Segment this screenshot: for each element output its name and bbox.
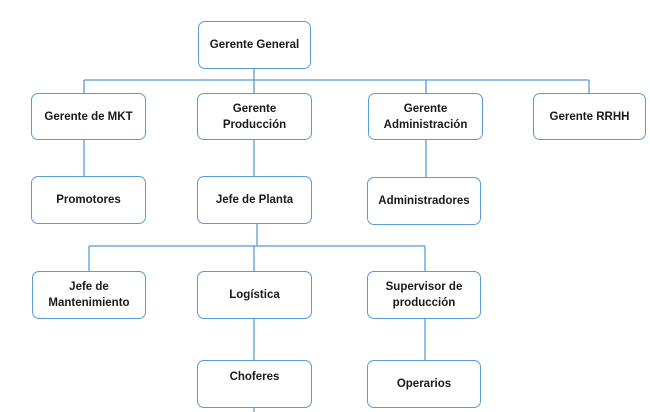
node-gerente-mkt: Gerente de MKT — [31, 93, 146, 140]
node-gerente-rrhh: Gerente RRHH — [533, 93, 646, 140]
node-gerente-general: Gerente General — [198, 21, 311, 69]
node-gerente-produccion: Gerente Producción — [197, 93, 312, 140]
node-supervisor-produccion: Supervisor de producción — [367, 271, 481, 319]
node-jefe-mantenimiento: Jefe de Mantenimiento — [32, 271, 146, 319]
node-promotores: Promotores — [31, 176, 146, 224]
node-jefe-planta: Jefe de Planta — [197, 176, 312, 224]
node-choferes: Choferes — [197, 360, 312, 408]
node-logistica: Logística — [197, 271, 312, 319]
node-operarios: Operarios — [367, 360, 481, 408]
node-gerente-administracion: Gerente Administración — [368, 93, 483, 140]
node-administradores: Administradores — [367, 177, 481, 225]
